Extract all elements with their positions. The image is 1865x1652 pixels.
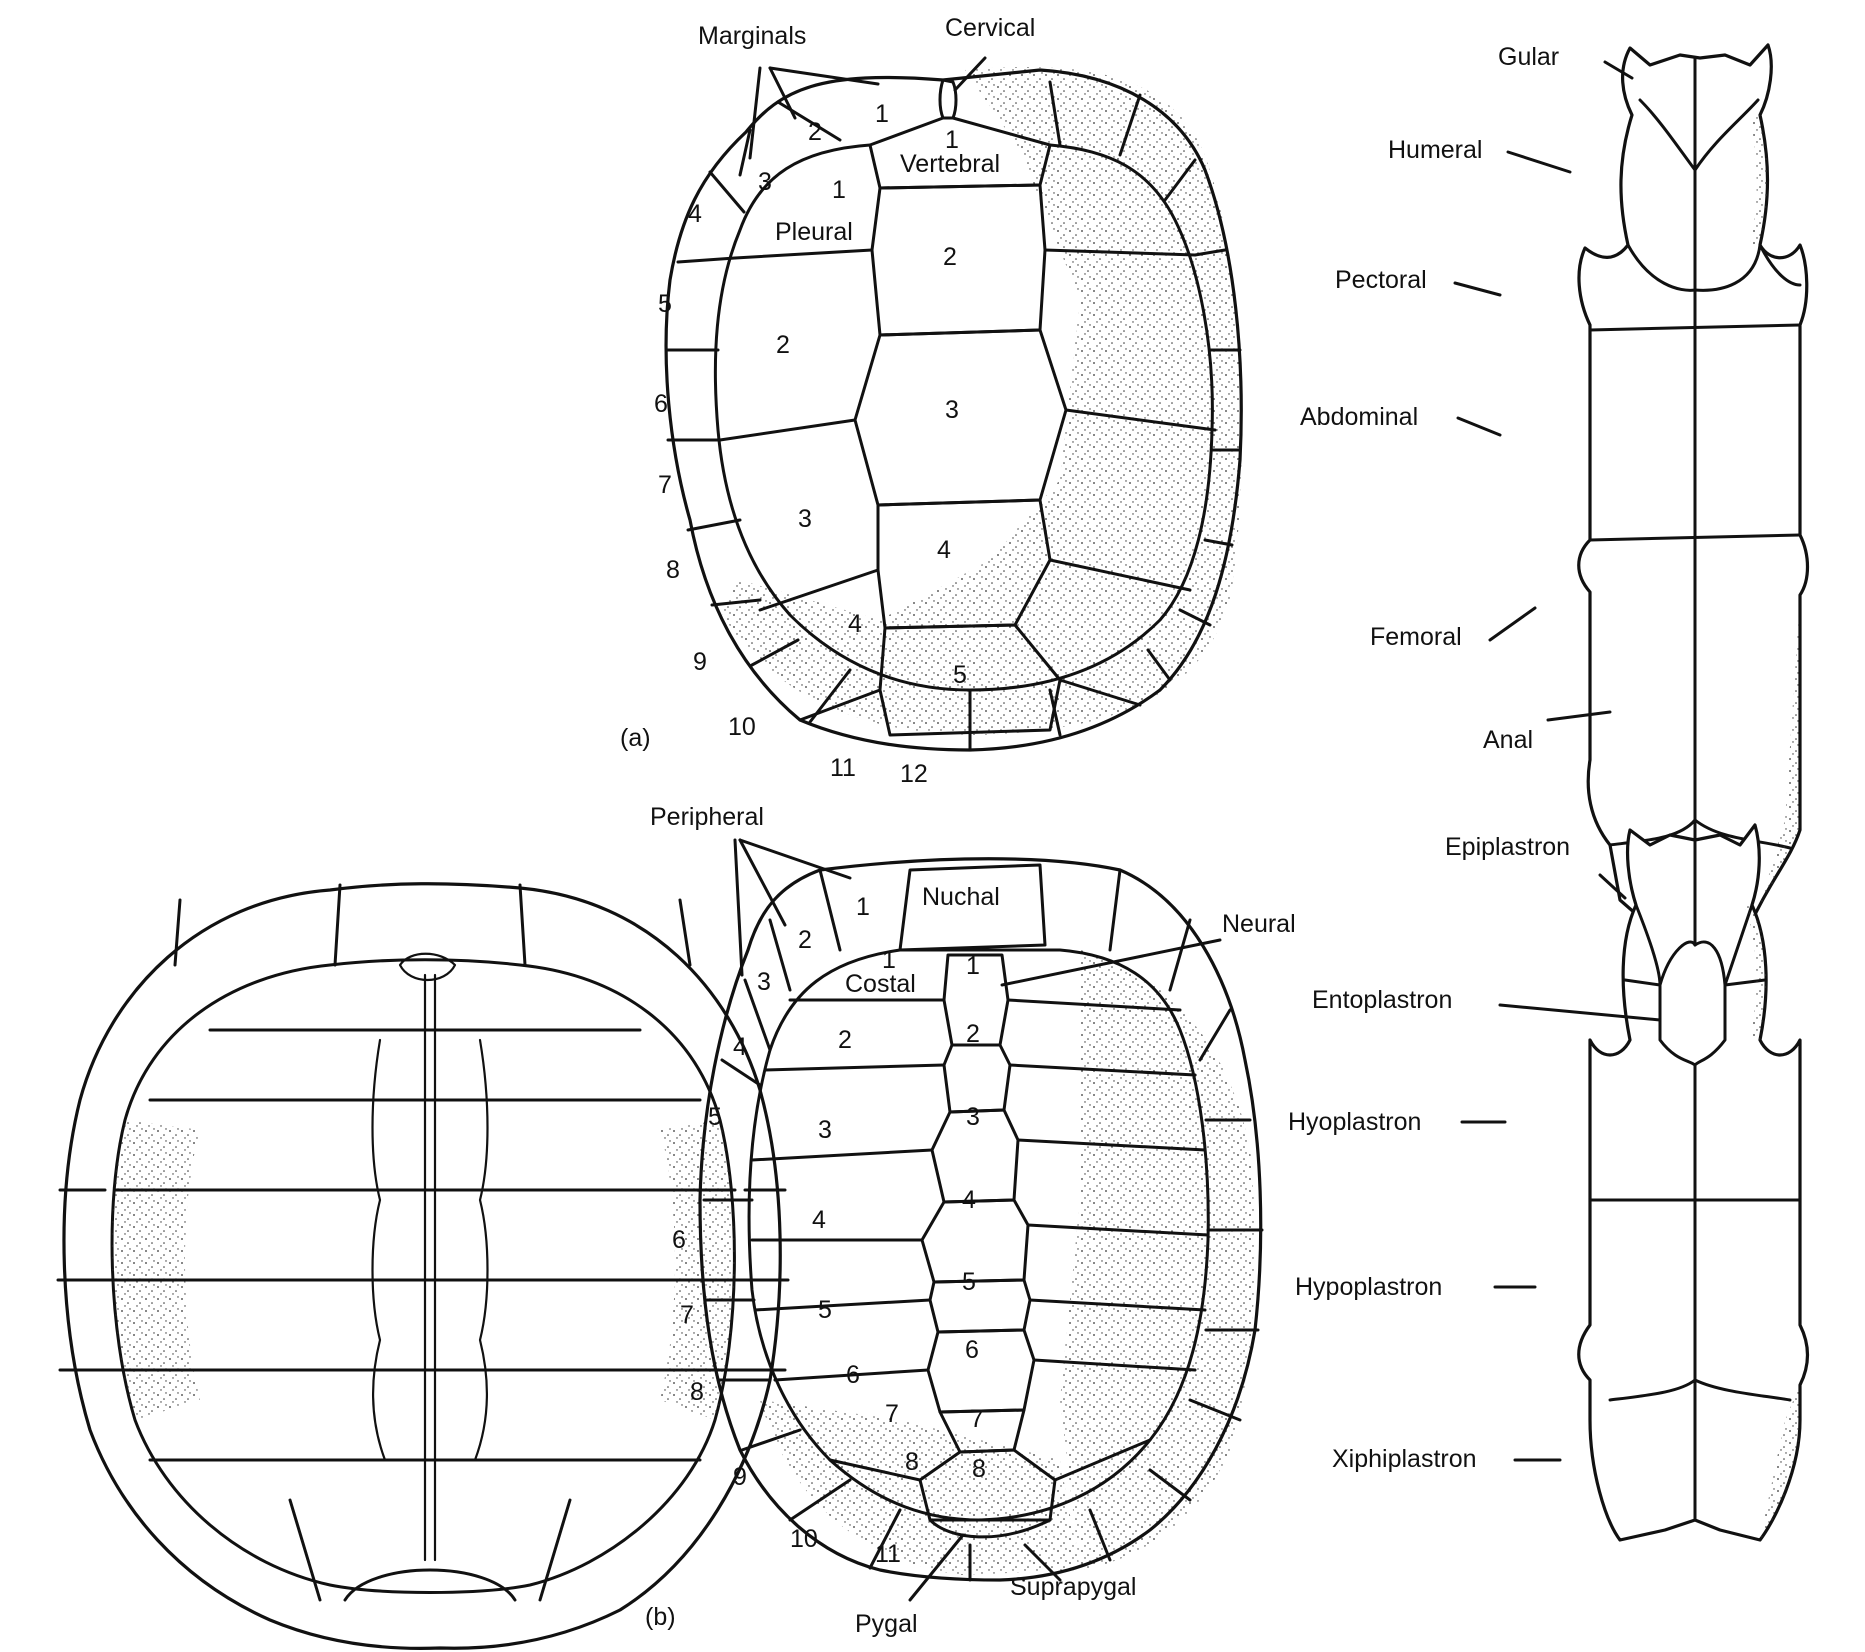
label-cervical: Cervical: [945, 14, 1035, 42]
label-gular: Gular: [1498, 43, 1559, 71]
label-vertebral: Vertebral: [900, 150, 1000, 178]
marginal-number: 7: [658, 471, 672, 499]
marginal-number: 10: [728, 713, 756, 741]
panel-label-a: (a): [620, 724, 651, 752]
label-entoplastron: Entoplastron: [1312, 986, 1452, 1014]
costal-number: 6: [846, 1361, 860, 1389]
label-pygal: Pygal: [855, 1610, 918, 1638]
costal-number: 3: [818, 1116, 832, 1144]
peripheral-number: 10: [790, 1525, 818, 1553]
costal-number: 1: [882, 946, 896, 974]
marginal-number: 8: [666, 556, 680, 584]
peripheral-number: 1: [856, 893, 870, 921]
label-hyoplastron: Hyoplastron: [1288, 1108, 1421, 1136]
pleural-number: 4: [848, 610, 862, 638]
panel-a-labels: (a) Marginals Cervical Vertebral Pleural…: [620, 14, 1559, 788]
label-costal: Costal: [845, 970, 916, 998]
vertebral-number: 5: [953, 661, 967, 689]
label-pleural: Pleural: [775, 218, 853, 246]
label-neural: Neural: [1222, 910, 1296, 938]
vertebral-number: 3: [945, 396, 959, 424]
label-humeral: Humeral: [1388, 136, 1482, 164]
marginal-number: 12: [900, 760, 928, 788]
marginal-number: 5: [658, 290, 672, 318]
peripheral-number: 6: [672, 1226, 686, 1254]
costal-number: 5: [818, 1296, 832, 1324]
label-epiplastron: Epiplastron: [1445, 833, 1570, 861]
peripheral-number: 5: [708, 1103, 722, 1131]
plastron-scutes-drawing: [1577, 43, 1810, 937]
neural-number: 2: [966, 1020, 980, 1048]
marginal-number: 2: [808, 118, 822, 146]
marginal-number: 9: [693, 648, 707, 676]
neural-number: 6: [965, 1336, 979, 1364]
marginal-number: 4: [688, 200, 702, 228]
leader-lines: [733, 56, 1662, 1602]
vertebral-number: 2: [943, 243, 957, 271]
peripheral-number: 7: [680, 1301, 694, 1329]
panel-b-labels: (b) Peripheral Nuchal Neural Costal Supr…: [645, 803, 1570, 1638]
panel-label-b: (b): [645, 1603, 676, 1631]
marginal-number: 3: [758, 168, 772, 196]
carapace-bones-drawing: [698, 857, 1264, 1582]
neural-number: 3: [966, 1103, 980, 1131]
neural-number: 7: [970, 1405, 984, 1433]
label-suprapygal: Suprapygal: [1010, 1573, 1136, 1601]
peripheral-number: 9: [733, 1463, 747, 1491]
marginal-number: 1: [875, 100, 889, 128]
neural-number: 1: [966, 952, 980, 980]
costal-number: 8: [905, 1448, 919, 1476]
peripheral-number: 3: [757, 968, 771, 996]
marginal-number: 11: [830, 754, 856, 782]
label-nuchal: Nuchal: [922, 883, 1000, 911]
carapace-scutes-drawing: [664, 66, 1243, 752]
peripheral-number: 4: [733, 1033, 747, 1061]
costal-number: 7: [885, 1400, 899, 1428]
neural-number: 8: [972, 1455, 986, 1483]
vertebral-number: 1: [945, 126, 959, 154]
pleural-number: 1: [832, 176, 846, 204]
vertebral-number: 4: [937, 536, 951, 564]
label-anal: Anal: [1483, 726, 1533, 754]
peripheral-number: 2: [798, 926, 812, 954]
peripheral-number: 8: [690, 1378, 704, 1406]
pleural-number: 3: [798, 505, 812, 533]
plastron-bones-drawing: [1577, 823, 1810, 1542]
label-peripheral: Peripheral: [650, 803, 764, 831]
carapace-ventral-drawing: [56, 882, 790, 1650]
marginal-number: 6: [654, 390, 668, 418]
label-marginals: Marginals: [698, 22, 806, 50]
neural-number: 4: [962, 1186, 976, 1214]
costal-number: 2: [838, 1026, 852, 1054]
label-xiphiplastron: Xiphiplastron: [1332, 1445, 1477, 1473]
peripheral-number: 11: [875, 1540, 901, 1568]
costal-number: 4: [812, 1206, 826, 1234]
label-femoral: Femoral: [1370, 623, 1462, 651]
label-abdominal: Abdominal: [1300, 403, 1418, 431]
label-pectoral: Pectoral: [1335, 266, 1427, 294]
pleural-number: 2: [776, 331, 790, 359]
label-hypoplastron: Hypoplastron: [1295, 1273, 1442, 1301]
neural-number: 5: [962, 1268, 976, 1296]
